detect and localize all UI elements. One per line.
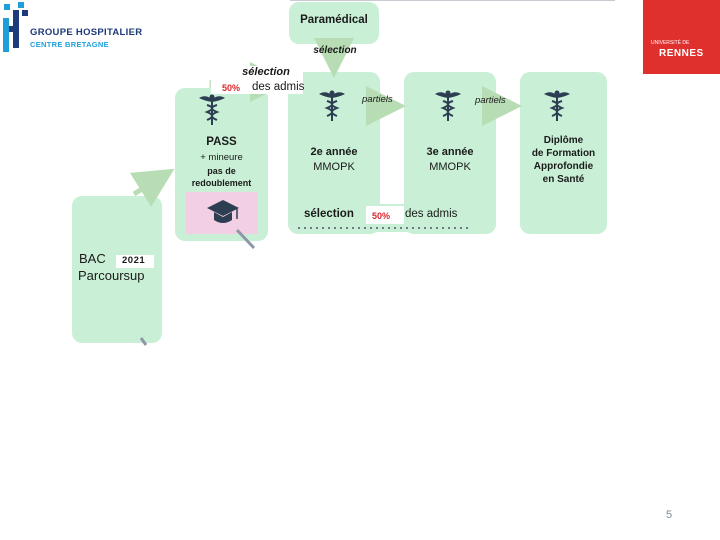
diploma-line1: Diplôme xyxy=(543,135,584,146)
selection-bottom-label: sélection xyxy=(304,208,354,220)
pass-line1: + mineure xyxy=(200,152,243,163)
diploma-box xyxy=(520,72,607,234)
selection-pass-percent: 50% xyxy=(222,83,241,93)
selection-pass-admis: des admis xyxy=(252,81,305,93)
selection-bottom-percent-bg xyxy=(366,206,404,224)
hospital-logo-icon xyxy=(3,2,28,52)
caduceus-icon-pass xyxy=(199,94,225,125)
caduceus-icon-year2 xyxy=(319,90,345,121)
bac-title: BAC xyxy=(79,251,106,266)
bac-sub: Parcoursup xyxy=(78,268,145,283)
diploma-line2: de Formation xyxy=(531,148,596,159)
bac-box xyxy=(72,196,162,343)
pass-title: PASS xyxy=(206,136,237,148)
diploma-line3: Approfondie xyxy=(533,161,594,172)
arrow-bac-to-pass xyxy=(129,168,175,207)
paramedical-box xyxy=(289,2,379,44)
selection-pass-bg xyxy=(211,66,303,94)
partiels-label-1: partiels xyxy=(362,94,393,105)
partiels-label-2: partiels xyxy=(475,95,506,106)
bac-year-bg xyxy=(116,255,154,268)
connector-grey-1 xyxy=(235,228,256,250)
caduceus-icon-year3 xyxy=(435,90,461,121)
university-line2: RENNES xyxy=(659,48,704,59)
hospital-name: GROUPE HOSPITALIER xyxy=(30,27,143,38)
year2-sub: MMOPK xyxy=(313,161,355,173)
caduceus-icon-diploma xyxy=(544,90,570,121)
paramedical-label: Paramédical xyxy=(300,14,368,26)
hospital-subtitle: CENTRE BRETAGNE xyxy=(30,40,109,49)
university-line1: UNIVERSITÉ DE xyxy=(651,40,690,46)
pass-line3: redoublement xyxy=(191,178,252,188)
selection-top-label: sélection xyxy=(313,45,357,56)
selection-bottom-admis: des admis xyxy=(405,208,458,220)
year2-title: 2e année xyxy=(310,146,358,158)
graduation-cap-icon xyxy=(207,200,239,223)
year3-title: 3e année xyxy=(426,146,474,158)
diploma-line4: en Santé xyxy=(542,174,585,185)
page-number: 5 xyxy=(666,509,673,521)
top-divider xyxy=(290,0,615,1)
university-logo: UNIVERSITÉ DE RENNES xyxy=(643,0,720,74)
graduation-panel xyxy=(186,192,258,234)
selection-bottom-percent: 50% xyxy=(372,211,391,221)
hospital-logo: GROUPE HOSPITALIER CENTRE BRETAGNE xyxy=(0,0,170,60)
connector-grey-2 xyxy=(139,337,148,346)
pass-line2: pas de xyxy=(207,166,236,176)
bac-year: 2021 xyxy=(122,255,146,266)
selection-pass-label: sélection xyxy=(242,66,290,78)
year3-sub: MMOPK xyxy=(429,161,471,173)
